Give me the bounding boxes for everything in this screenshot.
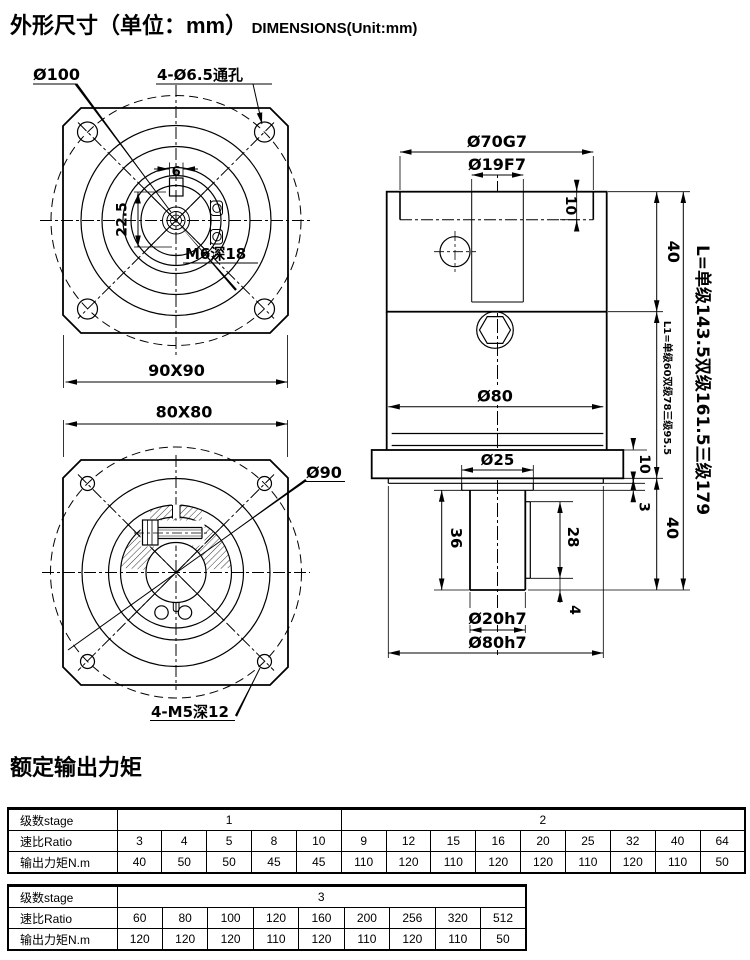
value-cell: 50	[161, 851, 208, 874]
dimension-drawing: Ø100 4-Ø6.5通孔 6 22.5 M6深18 90X90	[33, 65, 713, 722]
value-cell: 1	[116, 808, 342, 831]
value-cell: 110	[252, 928, 300, 951]
dim-front-square: 90X90	[148, 361, 205, 380]
front-view-labels: Ø100 4-Ø6.5通孔 6 22.5 M6深18 90X90	[33, 65, 246, 380]
value-cell: 50	[479, 928, 527, 951]
dim-l1-length: L1=单级60双级78三级95.5	[661, 321, 674, 455]
dim-shaft-dia: Ø20h7	[468, 609, 526, 628]
value-cell: 110	[434, 928, 482, 951]
row-label: 速比Ratio	[7, 907, 118, 929]
row-label: 速比Ratio	[7, 830, 118, 852]
side-view	[370, 149, 690, 658]
value-cell: 110	[654, 851, 701, 874]
value-cell: 15	[430, 830, 477, 852]
value-cell: 120	[207, 928, 254, 951]
rear-view-labels: 80X80 Ø90 4-M5深12	[151, 403, 342, 722]
value-cell: 110	[340, 851, 387, 874]
row-label: 输出力矩N.m	[7, 851, 118, 874]
dim-boss-height: 3	[636, 502, 652, 512]
value-cell: 32	[609, 830, 656, 852]
dim-key-width: 6	[172, 165, 181, 180]
dim-key-height: 22.5	[115, 202, 131, 237]
torque-heading: 额定输出力矩	[10, 755, 143, 780]
value-cell: 64	[699, 830, 746, 852]
value-cell: 120	[385, 851, 432, 874]
value-cell: 120	[298, 928, 345, 951]
value-cell: 80	[161, 907, 209, 929]
dim-bolt-circle: Ø100	[33, 65, 80, 84]
dim-flange-thickness: 10	[636, 454, 652, 474]
rear-view	[42, 420, 345, 721]
dim-input-height: 40	[664, 241, 683, 263]
dim-total-length: L=单级143.5双级161.5三级179	[692, 245, 713, 515]
value-cell: 40	[116, 851, 163, 874]
row-label: 输出力矩N.m	[7, 928, 118, 951]
value-cell: 120	[161, 928, 209, 951]
value-cell: 45	[295, 851, 342, 874]
value-cell: 110	[430, 851, 477, 874]
value-cell: 160	[298, 907, 345, 929]
dim-body-dia: Ø80	[477, 387, 513, 406]
value-cell: 100	[207, 907, 254, 929]
page-title-cn: 外形尺寸（单位：mm）	[10, 13, 248, 38]
value-cell: 110	[343, 928, 391, 951]
value-cell: 45	[251, 851, 297, 874]
value-cell: 20	[520, 830, 566, 852]
value-cell: 10	[295, 830, 342, 852]
value-cell: 50	[206, 851, 253, 874]
row-label: 级数stage	[7, 808, 118, 831]
dim-rear-square: 80X80	[156, 403, 213, 422]
dim-bore-dia: Ø19F7	[468, 155, 526, 174]
dim-spigot: Ø90	[306, 463, 342, 482]
dim-recess-depth: 10	[562, 196, 578, 216]
value-cell: 320	[434, 907, 482, 929]
dim-recess-dia: Ø70G7	[467, 132, 527, 151]
value-cell: 120	[609, 851, 656, 874]
value-cell: 256	[389, 907, 436, 929]
value-cell: 200	[343, 907, 391, 929]
dim-key-end-offset: 4	[566, 605, 582, 615]
value-cell: 50	[699, 851, 746, 874]
value-cell: 120	[475, 851, 522, 874]
row-label: 级数stage	[7, 885, 118, 908]
value-cell: 60	[116, 907, 163, 929]
value-cell: 2	[340, 808, 746, 831]
value-cell: 120	[389, 928, 436, 951]
dim-center-tap: M6深18	[185, 245, 246, 263]
value-cell: 8	[251, 830, 297, 852]
value-cell: 512	[479, 907, 527, 929]
value-cell: 12	[385, 830, 432, 852]
dim-key-length: 28	[564, 527, 582, 548]
dim-spigot-dia: Ø80h7	[468, 633, 526, 652]
value-cell: 5	[206, 830, 253, 852]
dim-through-holes: 4-Ø6.5通孔	[157, 66, 243, 84]
value-cell: 120	[520, 851, 566, 874]
page-title: 外形尺寸（单位：mm） DIMENSIONS(Unit:mm)	[10, 8, 417, 40]
dim-shaft-length: 36	[447, 528, 465, 549]
value-cell: 120	[116, 928, 163, 951]
value-cell: 3	[116, 885, 527, 908]
value-cell: 40	[654, 830, 701, 852]
dim-output-height: 40	[663, 517, 682, 539]
value-cell: 110	[564, 851, 611, 874]
value-cell: 3	[116, 830, 163, 852]
side-view-labels: Ø70G7 Ø19F7 10 40 Ø80 Ø25 10 3 36 28 40 …	[447, 132, 713, 652]
value-cell: 9	[340, 830, 387, 852]
value-cell: 4	[161, 830, 208, 852]
value-cell: 16	[475, 830, 522, 852]
dim-boss-dia: Ø25	[481, 451, 515, 469]
page-title-en: DIMENSIONS(Unit:mm)	[251, 20, 418, 37]
dim-corner-taps: 4-M5深12	[151, 703, 229, 721]
value-cell: 120	[252, 907, 300, 929]
value-cell: 25	[564, 830, 611, 852]
front-view	[33, 83, 312, 388]
